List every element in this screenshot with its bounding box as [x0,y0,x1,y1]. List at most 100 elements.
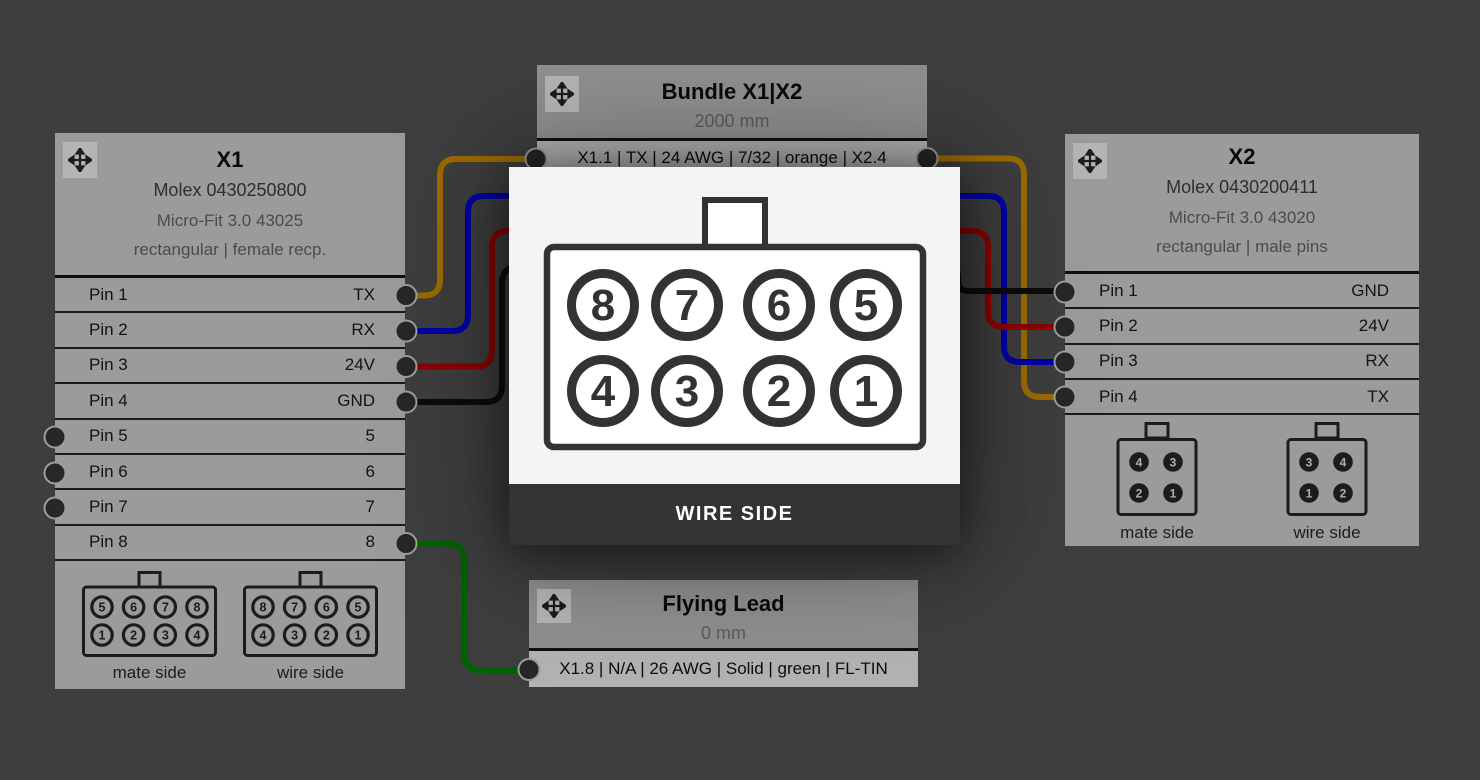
connector-outline-icon: 4 3 2 1 [1116,422,1198,517]
figure-caption: mate side [112,663,187,683]
figure-pin-number: 5 [99,601,106,615]
pin-row: Pin 2 24V [1065,309,1419,345]
pin-label: TX [353,284,375,304]
pin-name: Pin 4 [89,390,128,410]
figure-pin-number: 4 [1136,455,1143,469]
flying-lead-header: Flying Lead 0 mm [529,580,918,651]
figure-pin-number: 3 [1170,455,1177,469]
pin-label: RX [1365,351,1389,371]
pin-label: 24V [1358,315,1389,335]
pin-row: Pin 1 TX [55,278,405,314]
popup-pin-number: 1 [854,367,878,416]
wire-row: X1.8 | N/A | 26 AWG | Solid | green | FL… [529,651,918,687]
pin-name: Pin 4 [1099,386,1138,406]
figure-pin-number: 1 [1170,486,1177,500]
pin-name: Pin 3 [1099,351,1138,371]
pin-label: 6 [365,461,375,481]
pin-name: Pin 3 [89,355,128,375]
pin-label: 5 [365,426,375,446]
popup-pin-number: 6 [767,281,791,330]
figure-pin-number: 1 [1306,486,1313,500]
pin-name: Pin 6 [89,461,128,481]
figure-pin-number: 4 [194,629,201,643]
popup-pin-number: 5 [854,281,878,330]
pin-label: GND [1351,280,1389,300]
connector-outline-icon: 3 4 1 2 [1286,422,1368,517]
move-handle-icon[interactable] [63,142,97,178]
figure-pin-number: 4 [260,629,267,643]
block-series: Micro-Fit 3.0 43020 [1168,208,1316,227]
cable-length: 0 mm [701,623,746,643]
figure-caption: wire side [1293,523,1361,543]
wire-tx-orange-left[interactable] [406,156,536,299]
figure-pin-number: 2 [1340,486,1347,500]
connector-outline-icon: 8 7 6 5 4 3 2 1 [243,571,378,658]
connector-block-x2: X2 Molex 0430200411 Micro-Fit 3.0 43020 … [1065,134,1419,546]
pin-name: Pin 8 [89,532,128,552]
connector-block-x1: X1 Molex 0430250800 Micro-Fit 3.0 43025 … [55,133,405,689]
popup-pin-number: 8 [591,281,615,330]
popup-pin-number: 4 [591,367,616,416]
move-handle-icon[interactable] [1073,143,1107,179]
pin-name: Pin 1 [89,284,128,304]
pin-name: Pin 7 [89,497,128,517]
move-handle-icon[interactable] [545,76,579,112]
x1-wire-side-figure: 8 7 6 5 4 3 2 1 wire side [243,571,378,683]
pin-label: GND [337,390,375,410]
pinout-preview-popup: 8 7 6 5 4 3 2 1 WIRE SIDE [509,167,960,545]
pin-row: Pin 4 TX [1065,380,1419,416]
pin-row: Pin 4 GND [55,384,405,420]
pin-name: Pin 1 [1099,280,1138,300]
figure-pin-number: 7 [291,601,298,615]
wire-tx-orange-right[interactable] [927,155,1064,400]
arrows-move-icon [550,82,574,106]
pin-name: Pin 5 [89,426,128,446]
move-handle-icon[interactable] [537,589,571,623]
x2-pin-rows: Pin 1 GND Pin 2 24V Pin 3 RX Pin 4 TX [1065,274,1419,416]
figure-pin-number: 2 [323,629,330,643]
x1-pinout-figures: 5 6 7 8 1 2 3 4 mate side [55,561,405,688]
block-series: Micro-Fit 3.0 43025 [156,211,304,230]
x2-pinout-figures: 4 3 2 1 mate side 3 [1065,415,1419,545]
cable-block-flying-lead: Flying Lead 0 mm X1.8 | N/A | 26 AWG | S… [529,580,918,687]
block-title: Bundle X1|X2 [661,79,803,104]
figure-pin-number: 3 [291,629,298,643]
x2-wire-side-figure: 3 4 1 2 wire side [1282,422,1372,543]
figure-pin-number: 2 [1136,486,1143,500]
arrows-move-icon [542,594,566,618]
block-type: rectangular | male pins [1156,237,1328,256]
figure-pin-number: 1 [99,629,106,643]
pin-label: RX [351,320,375,340]
figure-pin-number: 1 [355,629,362,643]
block-mpn: Molex 0430250800 [153,180,307,200]
pin-row: Pin 5 5 [55,420,405,455]
pin-row: Pin 3 RX [1065,345,1419,380]
figure-pin-number: 5 [355,601,362,615]
block-title: X2 [1228,144,1256,169]
wire-green-flying-lead[interactable] [406,540,529,673]
pin-label: 7 [365,497,375,517]
x2-header: X2 Molex 0430200411 Micro-Fit 3.0 43020 … [1065,134,1419,274]
pinout-drawing: 8 7 6 5 4 3 2 1 [543,197,927,451]
popup-pin-number: 3 [675,367,699,416]
figure-pin-number: 4 [1340,455,1347,469]
pin-label: 24V [344,355,375,375]
block-title: X1 [216,147,244,172]
figure-pin-number: 2 [130,629,137,643]
figure-pin-number: 3 [162,629,169,643]
pin-name: Pin 2 [1099,315,1138,335]
pin-label: TX [1367,386,1389,406]
arrows-move-icon [68,148,92,172]
x1-header: X1 Molex 0430250800 Micro-Fit 3.0 43025 … [55,133,405,278]
popup-footer-label: WIRE SIDE [509,484,960,545]
x1-mate-side-figure: 5 6 7 8 1 2 3 4 mate side [82,571,217,683]
figure-pin-number: 8 [194,601,201,615]
block-title: Flying Lead [662,591,785,616]
figure-caption: mate side [1120,523,1194,543]
x2-mate-side-figure: 4 3 2 1 mate side [1112,422,1202,543]
figure-pin-number: 8 [260,601,267,615]
